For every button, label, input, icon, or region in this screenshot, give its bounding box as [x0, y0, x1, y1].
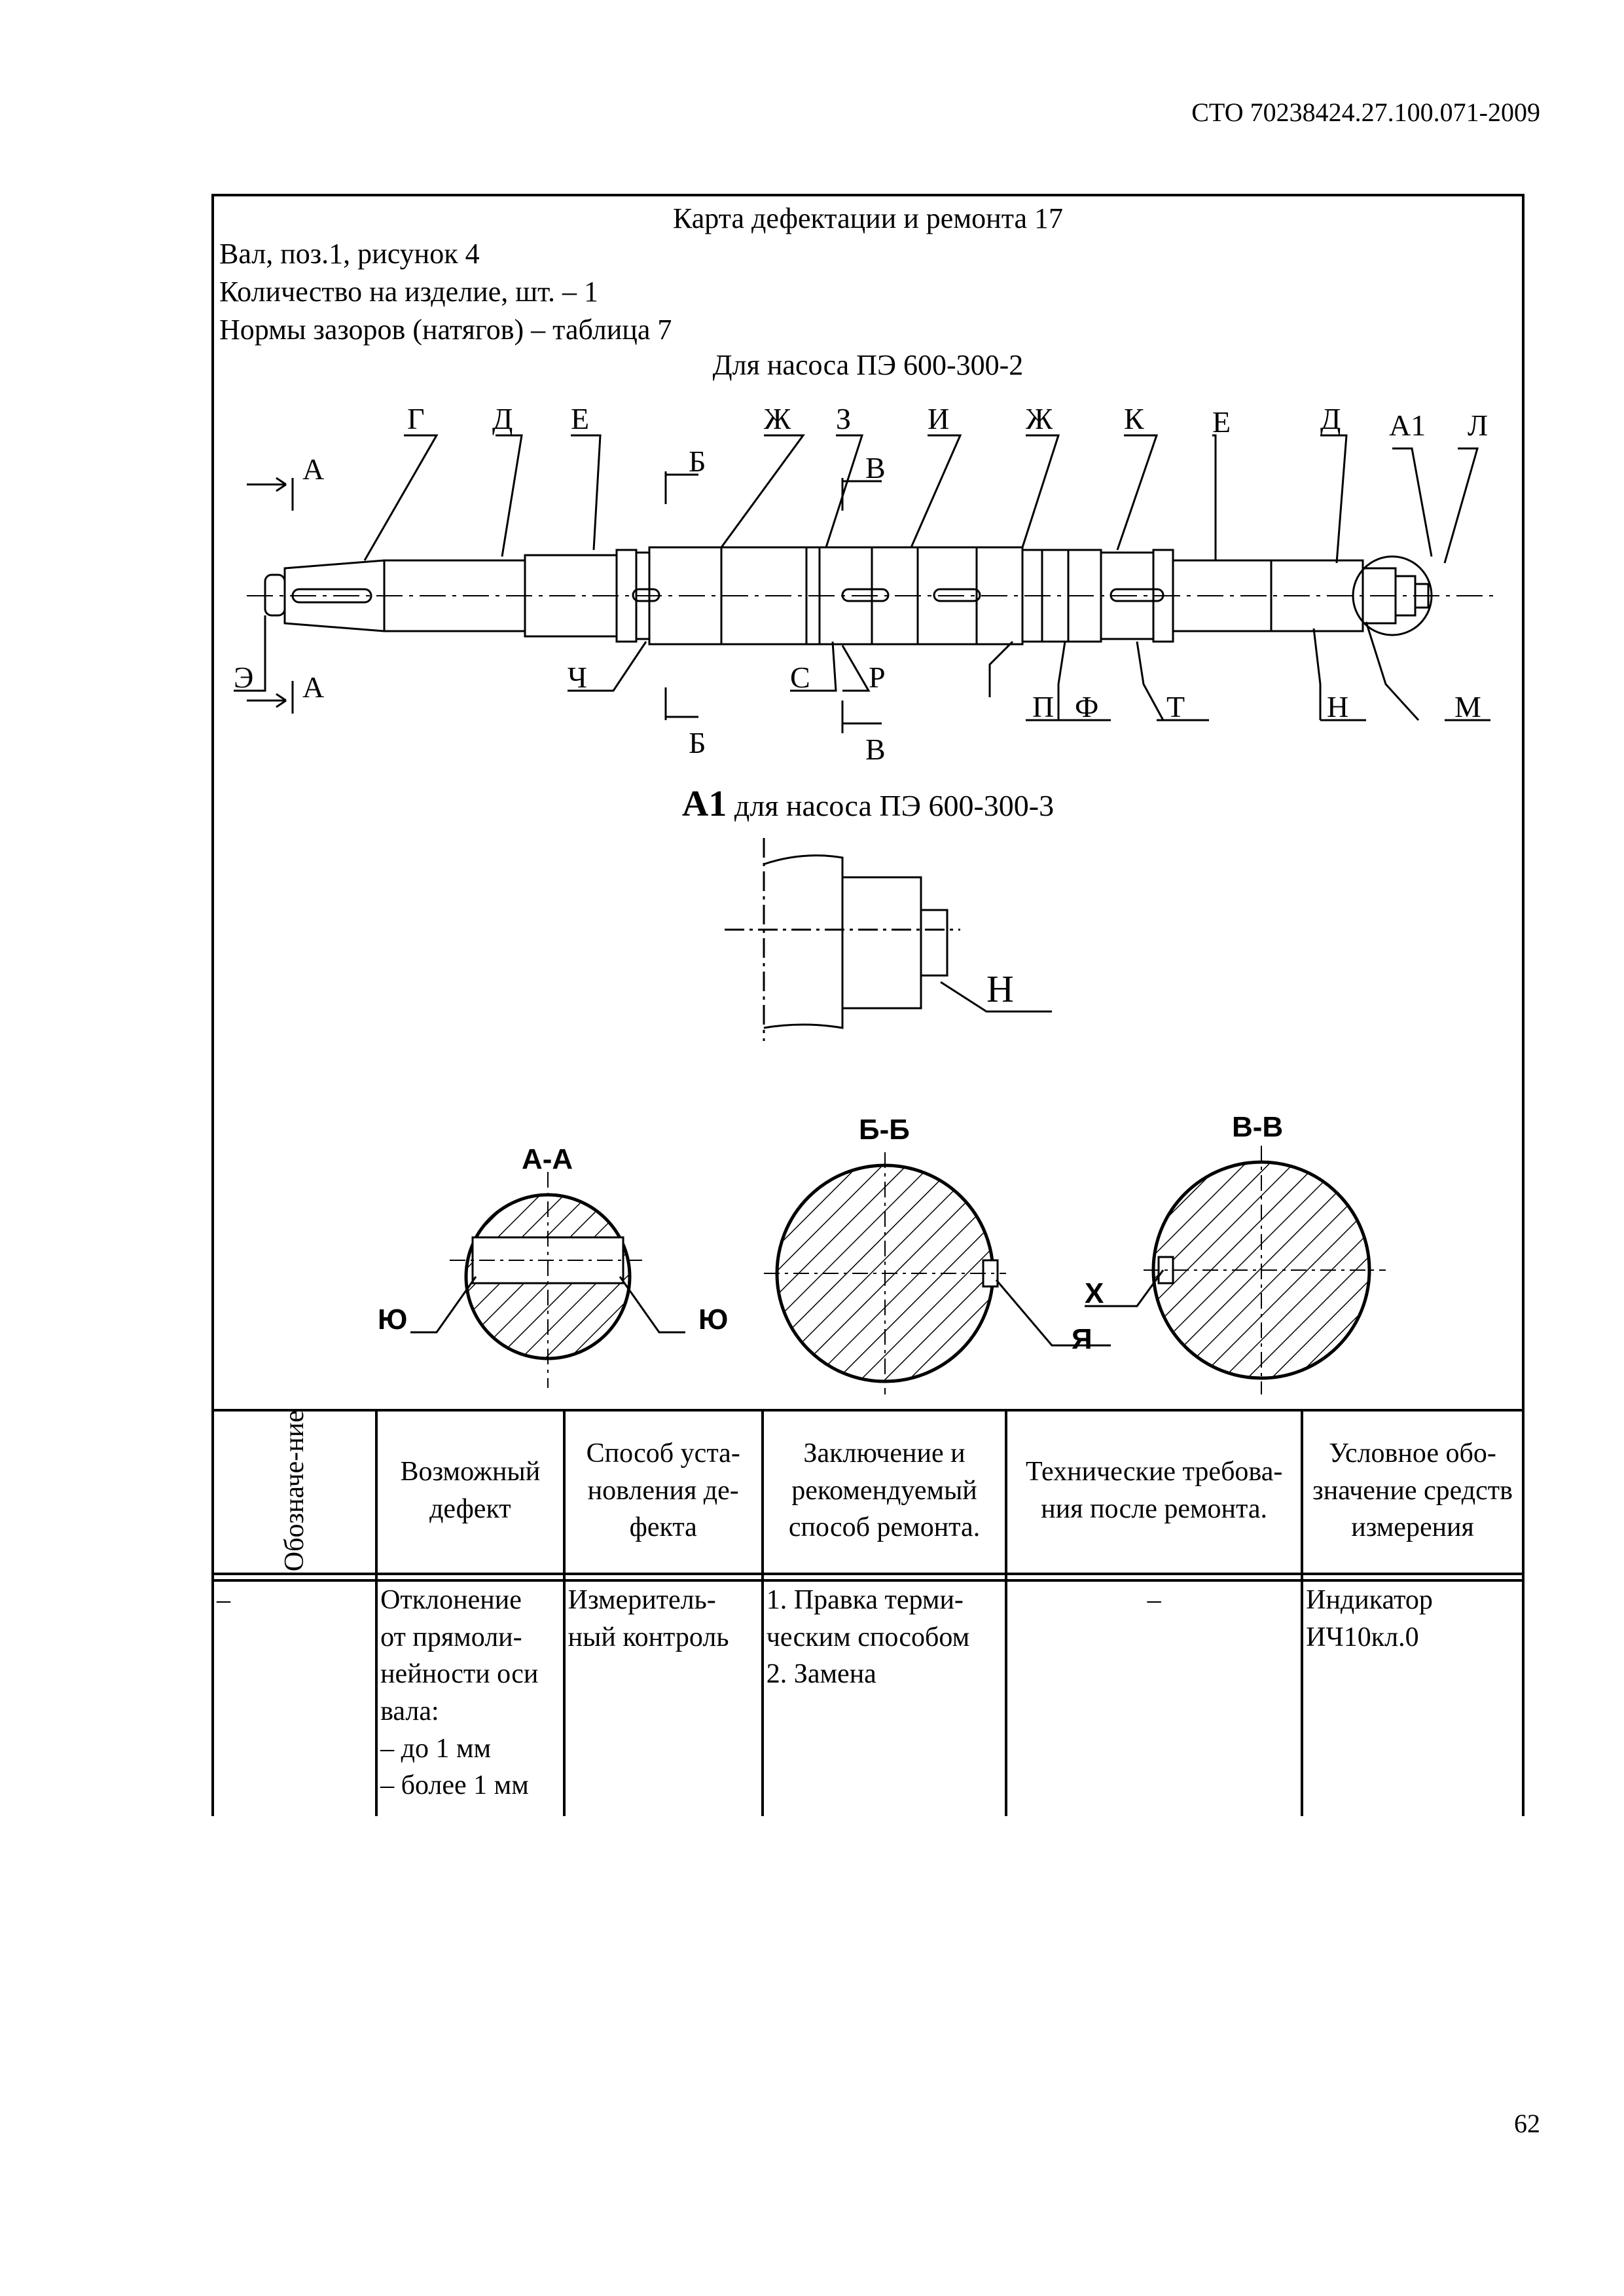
table-header-row: Обозначе-ние Возможный дефект Способ уст… [211, 1409, 1525, 1575]
pump-variant-caption: Для насоса ПЭ 600-300-2 [712, 349, 1024, 381]
label-a1: А1 [1389, 409, 1426, 442]
section-aa-label-yu-left: Ю [378, 1303, 407, 1336]
label-l: Л [1468, 409, 1488, 442]
section-bb-drawing [764, 1152, 1111, 1394]
label-p: П [1032, 690, 1054, 723]
card-info-part: Вал, поз.1, рисунок 4 [219, 238, 480, 270]
section-vv-drawing [1085, 1146, 1386, 1394]
section-vv-title: В-В [1232, 1111, 1283, 1143]
section-aa-label-yu-right: Ю [698, 1303, 728, 1336]
shaft-main-view [247, 546, 1497, 646]
label-e-2: Е [1212, 405, 1231, 439]
section-vv-label-kh: Х [1085, 1277, 1104, 1309]
defects-table: Обозначе-ние Возможный дефект Способ уст… [211, 1409, 1525, 1816]
section-mark-v-bottom: В [865, 733, 886, 766]
shaft-drawing: Г Д Е Ж З И Ж К Е Д А1 Л А А Б Б В В Э Ч… [234, 402, 1497, 1394]
label-m: М [1454, 690, 1481, 723]
page-number: 62 [1514, 2109, 1540, 2138]
label-k: К [1124, 402, 1144, 435]
label-g: Г [407, 402, 425, 435]
cell-designation: – [211, 1580, 378, 1816]
bottom-leader-lines [234, 615, 1420, 721]
label-f: Ф [1075, 690, 1098, 723]
section-markers [247, 471, 882, 733]
label-n: Н [1327, 690, 1348, 723]
label-t: Т [1166, 690, 1185, 723]
top-labels: Г Д Е Ж З И Ж К Е Д А1 Л А А Б Б В В [302, 402, 1488, 766]
detail-a1-drawing [725, 838, 1052, 1041]
section-aa-title: А-А [522, 1143, 573, 1175]
cell-detection-method: Измеритель-ный контроль [562, 1580, 764, 1816]
section-mark-v-top: В [865, 451, 886, 484]
label-e: Е [571, 402, 589, 435]
label-d: Д [492, 402, 513, 435]
section-mark-a-top: А [302, 452, 324, 486]
card-info-clearance-norms: Нормы зазоров (натягов) – таблица 7 [219, 314, 672, 346]
header-designation: Обозначе-ние [211, 1409, 378, 1575]
label-d-2: Д [1320, 402, 1341, 435]
label-e-rev: Э [234, 661, 253, 694]
detail-a1-caption: А1 для насоса ПЭ 600-300-3 [214, 783, 1522, 825]
detail-a1-label-n: Н [986, 968, 1014, 1010]
card-info-quantity: Количество на изделие, шт. – 1 [219, 276, 599, 308]
section-mark-b-top: Б [689, 445, 706, 478]
label-zh-2: Ж [1026, 402, 1053, 435]
label-i: И [928, 402, 949, 435]
section-bb-label-ya: Я [1072, 1323, 1092, 1355]
cell-requirements: – [1005, 1580, 1304, 1816]
section-mark-b-bottom: Б [689, 726, 706, 759]
label-zh: Ж [764, 402, 791, 435]
defect-card-frame: Карта дефектации и ремонта 17 Вал, поз.1… [211, 194, 1525, 1412]
header-requirements: Технические требова-ния после ремонта. [1005, 1409, 1304, 1575]
header-defect: Возможный дефект [375, 1409, 566, 1575]
section-bb-title: Б-Б [859, 1114, 910, 1146]
card-title: Карта дефектации и ремонта 17 [673, 202, 1063, 234]
header-instruments: Условное обо-значение средств измерения [1301, 1409, 1525, 1575]
cell-repair-method: 1. Правка терми-ческим способом 2. Замен… [761, 1580, 1008, 1816]
label-s: С [790, 661, 810, 694]
section-mark-a-bottom: А [302, 670, 324, 704]
top-leader-lines [363, 434, 1479, 564]
label-ch: Ч [568, 661, 587, 694]
section-aa-drawing [410, 1172, 685, 1388]
label-z: З [836, 402, 851, 435]
header-detection-method: Способ уста-новления де-фекта [562, 1409, 764, 1575]
label-r: Р [869, 661, 886, 694]
bottom-labels: Э Ч С Р П Ф Т Н М [234, 661, 1490, 723]
header-repair-method: Заключение и рекомендуемый способ ремонт… [761, 1409, 1008, 1575]
document-code: СТО 70238424.27.100.071-2009 [1191, 98, 1540, 127]
detail-a1-label: А1 [681, 784, 727, 824]
detail-a1-caption-text: для насоса ПЭ 600-300-3 [734, 789, 1055, 822]
